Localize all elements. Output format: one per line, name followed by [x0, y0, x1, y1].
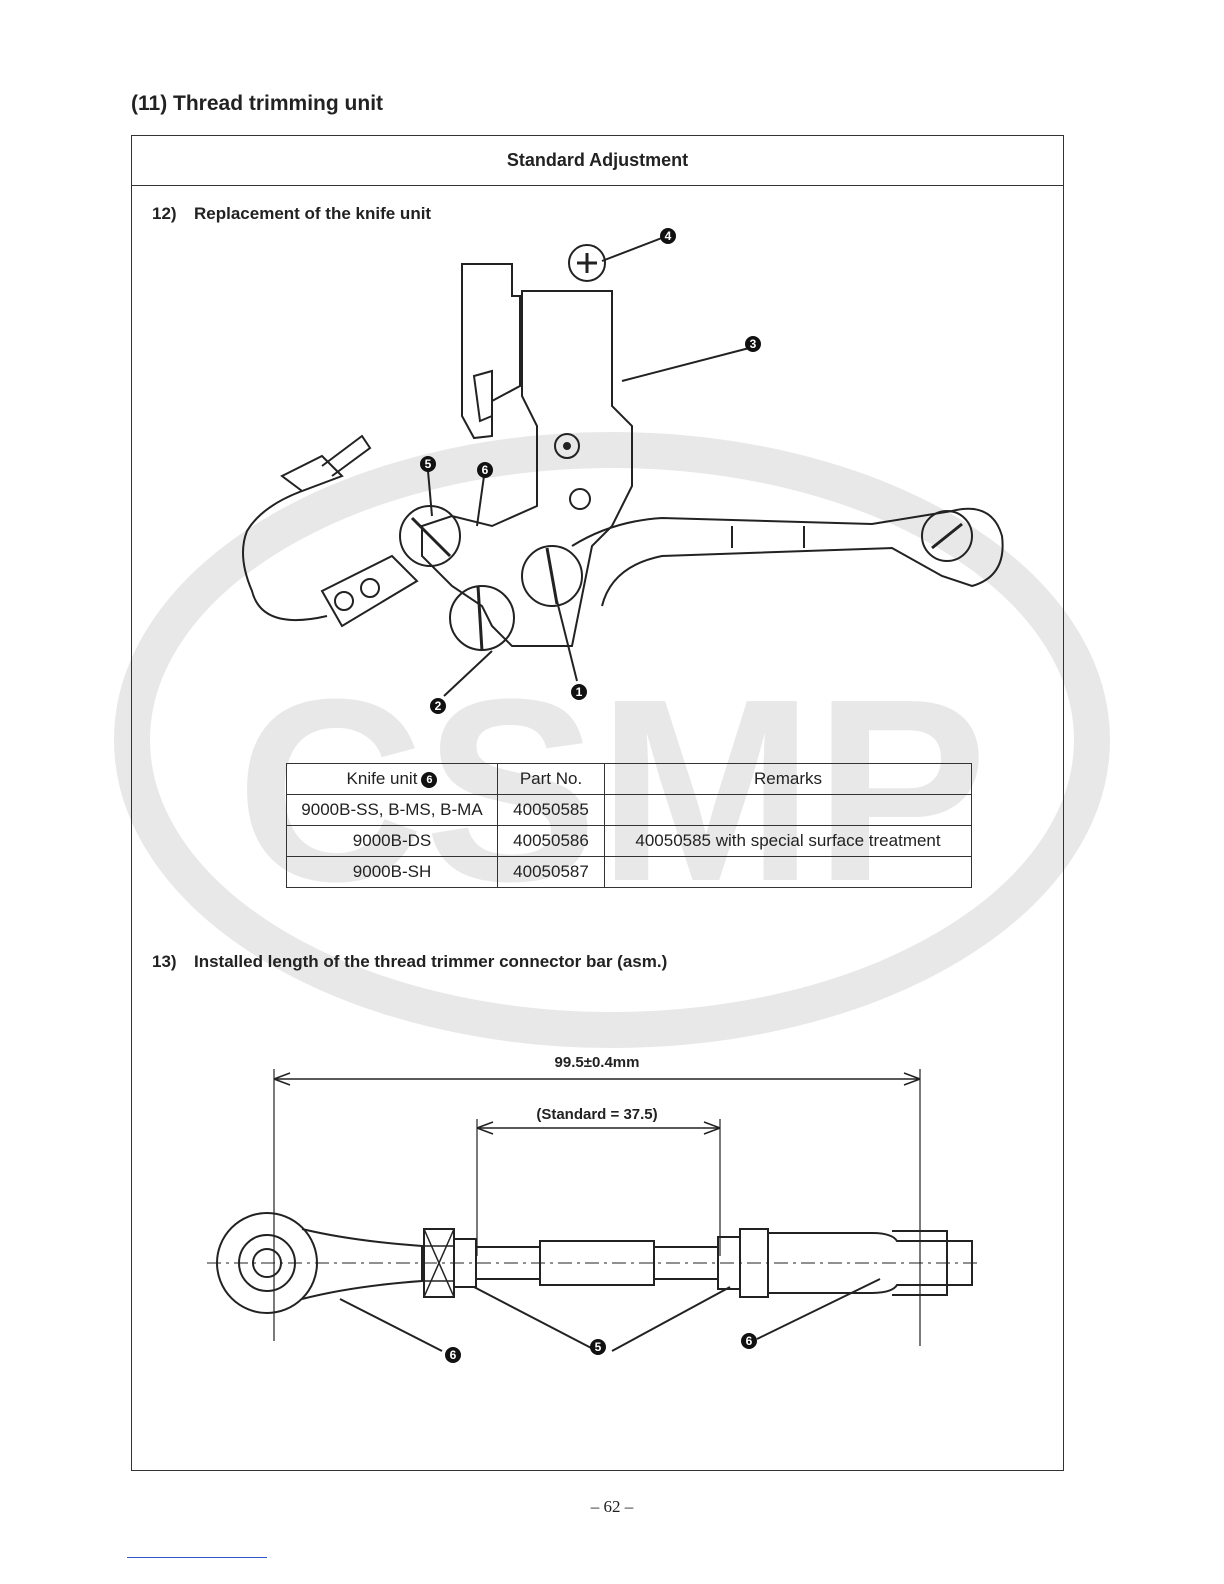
cell-knife-unit: 9000B-SS, B-MS, B-MA — [286, 794, 498, 826]
callout-6-right: 6 — [746, 1334, 753, 1348]
cell-remarks: 40050585 with special surface treatment — [604, 825, 972, 857]
callout-6-left: 6 — [450, 1348, 457, 1362]
connector-bar-diagram: 99.5±0.4mm (Standard = 37.5) — [207, 1054, 982, 1363]
cell-knife-unit: 9000B-DS — [286, 825, 498, 857]
dim-total-label: 99.5±0.4mm — [555, 1054, 640, 1071]
callout-4: 4 — [665, 229, 672, 243]
standard-adjustment-frame: Standard Adjustment 12) Replacement of th… — [131, 135, 1064, 1471]
table-row: 9000B-DS 40050586 40050585 with special … — [286, 825, 972, 857]
col-part-no: Part No. — [497, 763, 605, 795]
callout-6: 6 — [482, 463, 489, 477]
step-13-title: Installed length of the thread trimmer c… — [194, 952, 668, 971]
knife-unit-diagram: 4 3 5 6 1 2 — [242, 228, 1004, 714]
knife-badge: 6 — [421, 771, 438, 788]
section-title: (11) Thread trimming unit — [131, 92, 384, 115]
cell-part-no: 40050586 — [497, 825, 605, 857]
page-number: – 62 – — [590, 1497, 634, 1516]
step-12-title: Replacement of the knife unit — [194, 204, 432, 223]
cell-remarks — [604, 794, 972, 826]
table-row: 9000B-SH 40050587 — [286, 856, 972, 888]
step-13-heading: 13) Installed length of the thread trimme… — [152, 952, 667, 972]
callout-3: 3 — [750, 337, 757, 351]
callout-1: 1 — [576, 685, 583, 699]
cell-knife-unit: 9000B-SH — [286, 856, 498, 888]
callout-5-center: 5 — [595, 1340, 602, 1354]
dim-standard-label: (Standard = 37.5) — [536, 1106, 657, 1123]
cell-remarks — [604, 856, 972, 888]
cell-part-no: 40050585 — [497, 794, 605, 826]
callout-2: 2 — [435, 699, 442, 713]
callout-5: 5 — [425, 457, 432, 471]
cell-part-no: 40050587 — [497, 856, 605, 888]
col-remarks: Remarks — [604, 763, 972, 795]
step-13-number: 13) — [152, 952, 177, 971]
footer-rule — [127, 1557, 267, 1558]
step-12-number: 12) — [152, 204, 177, 223]
table-row: 9000B-SS, B-MS, B-MA 40050585 — [286, 794, 972, 826]
step-12-heading: 12) Replacement of the knife unit — [152, 204, 431, 224]
frame-header: Standard Adjustment — [132, 136, 1063, 186]
